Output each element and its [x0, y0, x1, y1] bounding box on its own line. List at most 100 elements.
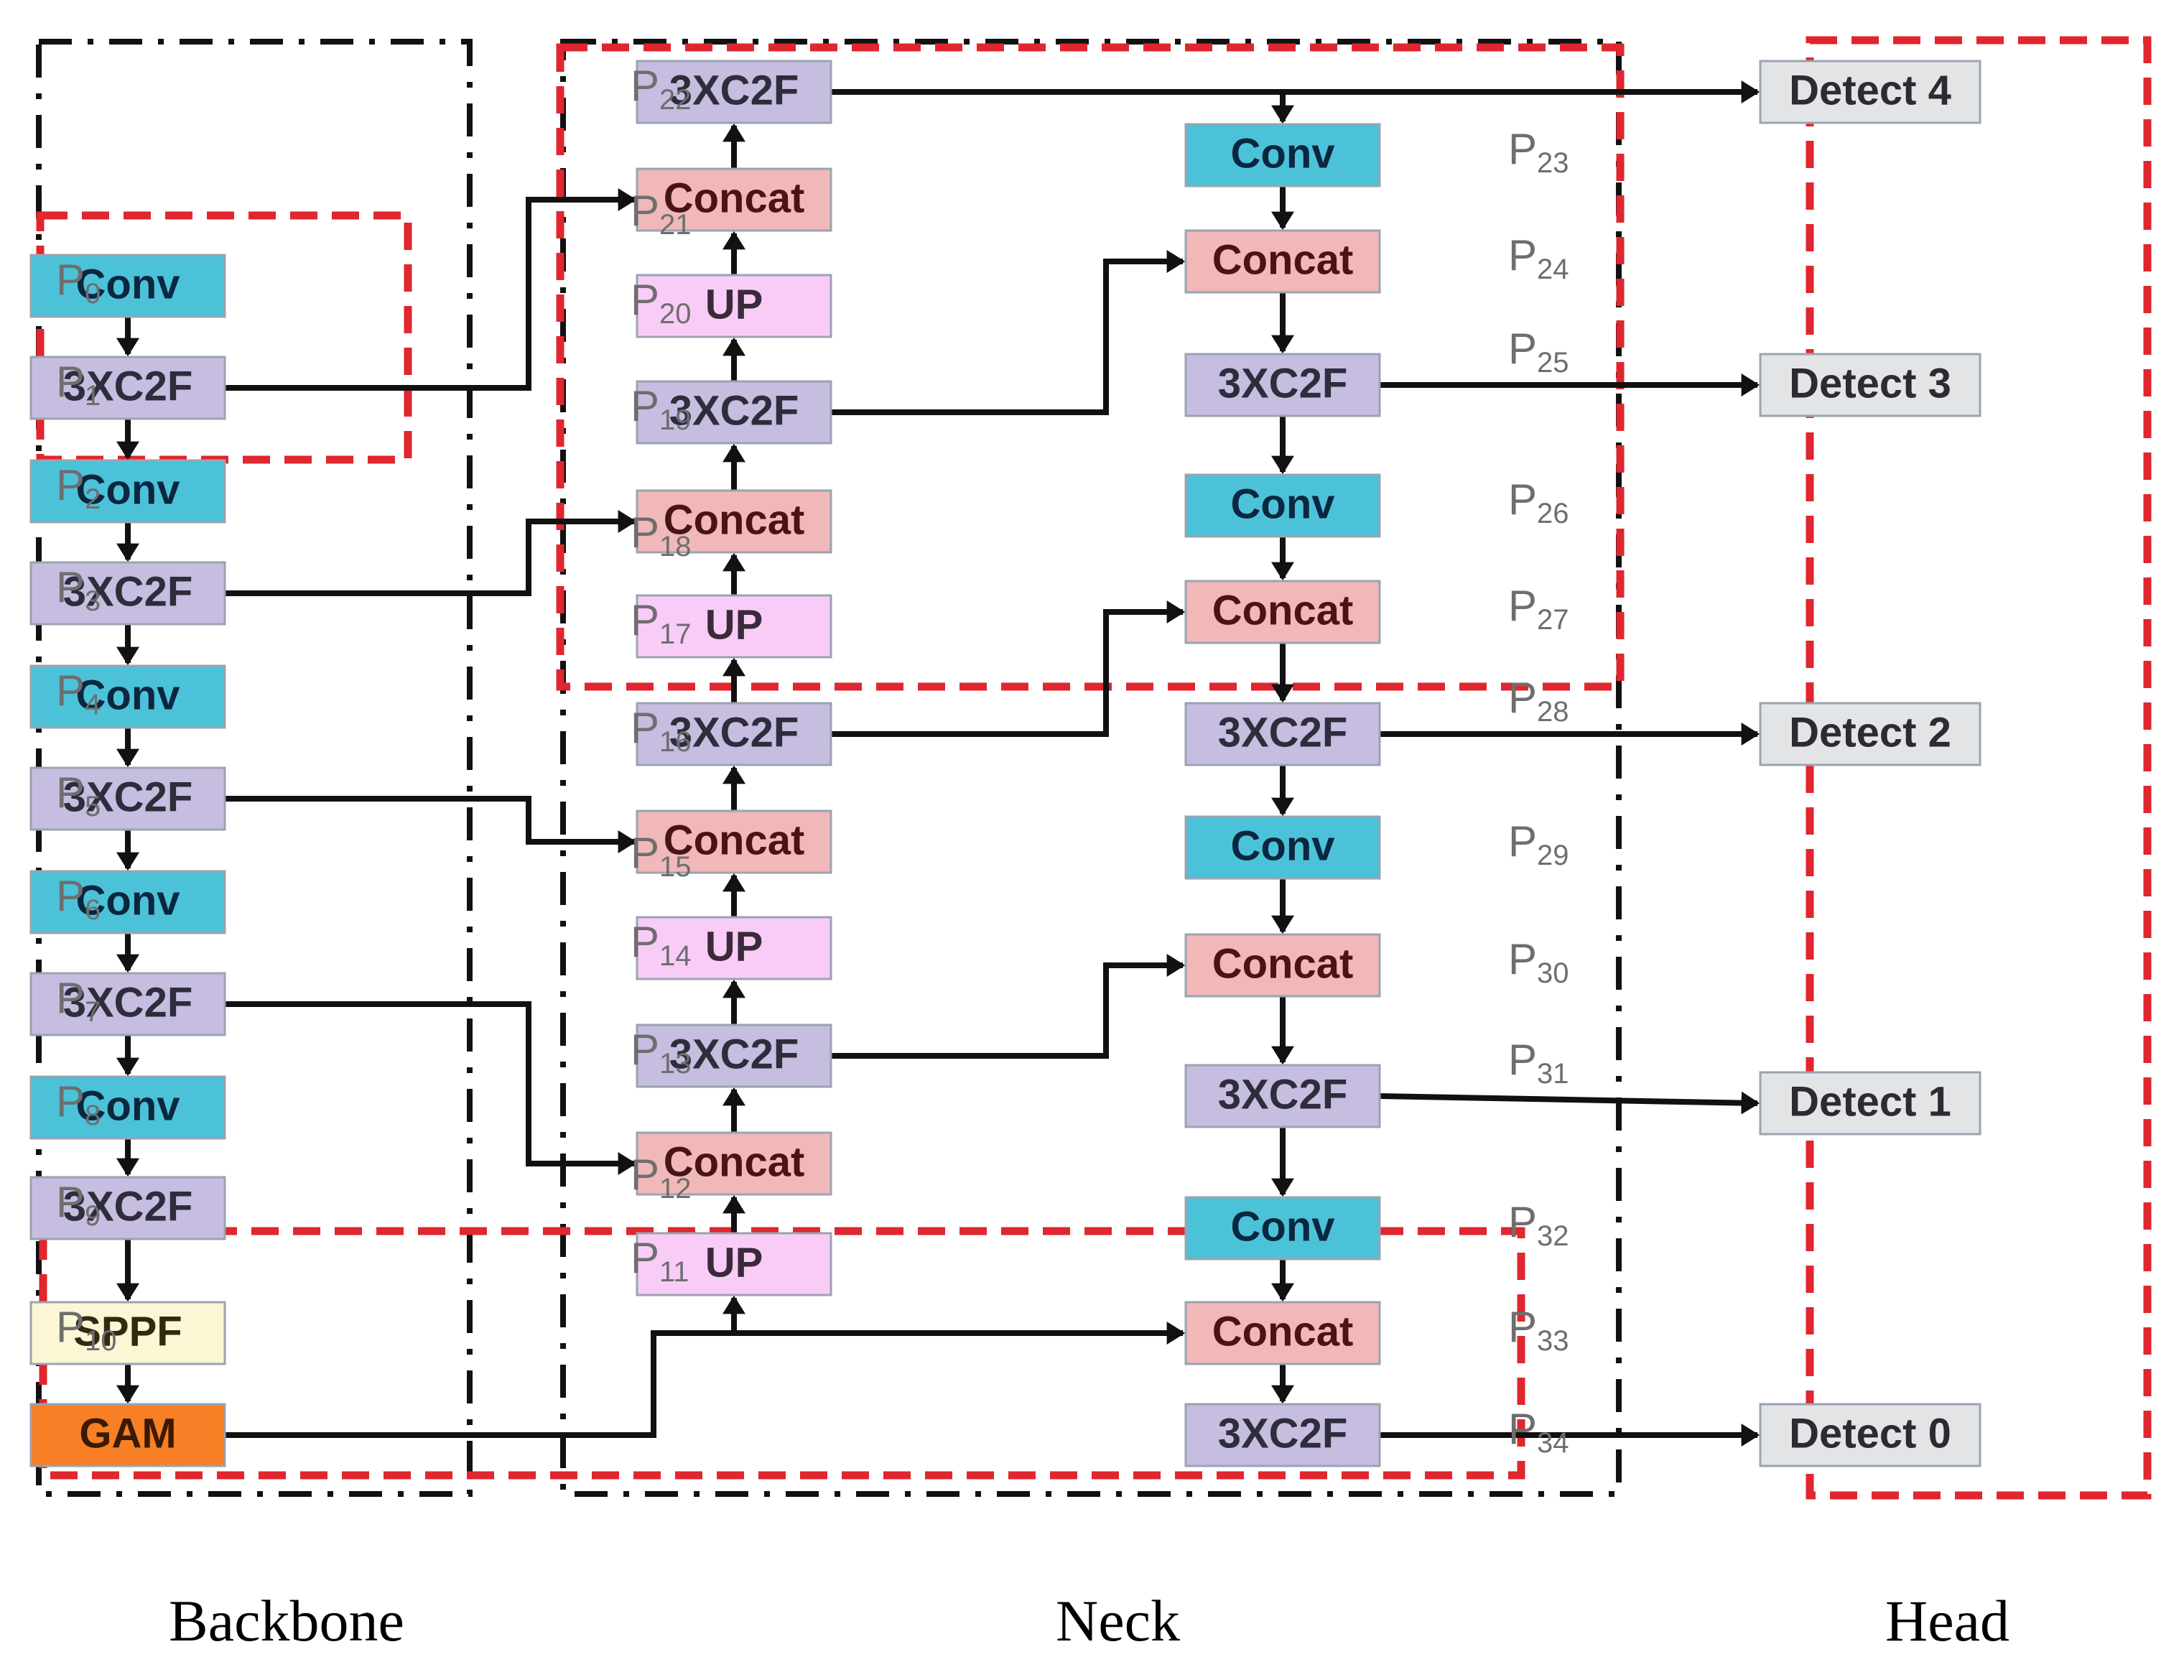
up-box [636, 594, 832, 659]
u13-block: 3XC2F [636, 1024, 832, 1088]
conv-label: Conv [76, 672, 180, 718]
u16-block: 3XC2F [636, 702, 832, 766]
layer-p-label: P25 [1508, 325, 1569, 379]
layer-p-label: P6 [56, 872, 101, 926]
conv-label: Conv [76, 466, 180, 513]
layer-p-label: P5 [56, 769, 101, 822]
concat-box [1184, 580, 1381, 644]
p31-to-detect1 [1379, 1091, 1760, 1115]
d24-block: Concat [1184, 229, 1381, 294]
b3-block: 3XC2F [29, 561, 226, 626]
conv-label: Conv [1231, 822, 1335, 869]
up-box [636, 1232, 832, 1296]
layer-p-label: P8 [56, 1077, 101, 1131]
layer-p-label: P7 [56, 974, 101, 1028]
u19-block: 3XC2F [636, 380, 832, 445]
p13-to-p30 [831, 954, 1186, 1059]
b0-block: Conv [29, 254, 226, 318]
c2f-label: 3XC2F [1218, 360, 1348, 407]
c2f-label: 3XC2F [63, 568, 193, 615]
conv-label: Conv [1231, 481, 1335, 527]
b11-block: GAM [29, 1403, 226, 1467]
c2f-box [29, 1176, 226, 1240]
detect-box [1759, 1403, 1981, 1467]
conv-box [29, 1075, 226, 1140]
layer-p-label: P16 [631, 704, 692, 758]
u18-block: Concat [636, 489, 832, 554]
gam-box [29, 1403, 226, 1467]
c2f-box [29, 766, 226, 831]
conv-box [1184, 473, 1381, 538]
c2f-label: 3XC2F [669, 387, 799, 434]
d30-block: Concat [1184, 933, 1381, 998]
gam-label: GAM [79, 1410, 176, 1457]
h1-block: Detect 1 [1759, 1071, 1981, 1136]
p5-to-p15 [225, 796, 637, 853]
c2f-box [29, 561, 226, 626]
concat-box [1184, 1301, 1381, 1365]
p1-to-p21 [225, 188, 637, 391]
conv-box [29, 664, 226, 729]
concat-box [1184, 933, 1381, 998]
c2f-box [636, 702, 832, 766]
conv-box [29, 254, 226, 318]
concat-box [1184, 229, 1381, 294]
c2f-label: 3XC2F [63, 774, 193, 820]
layer-p-label: P22 [631, 62, 692, 116]
d26-block: Conv [1184, 473, 1381, 538]
p3-to-p18 [225, 510, 637, 596]
b2-block: Conv [29, 459, 226, 524]
c2f-label: 3XC2F [669, 1031, 799, 1077]
layer-p-label: P27 [1508, 582, 1569, 636]
d28-block: 3XC2F [1184, 702, 1381, 766]
layer-p-label: P12 [631, 1151, 692, 1205]
b5-block: 3XC2F [29, 766, 226, 831]
conv-box [29, 459, 226, 524]
detect-box [1759, 353, 1981, 417]
u20-block: UP [636, 274, 832, 338]
d31-block: 3XC2F [1184, 1064, 1381, 1128]
red-box-head [1806, 36, 2152, 1500]
up-label: UP [705, 1239, 763, 1286]
layer-p-label: P4 [56, 667, 101, 720]
conv-box [1184, 123, 1381, 187]
c2f-label: 3XC2F [1218, 1071, 1348, 1118]
concat-label: Concat [664, 175, 805, 221]
u22-block: 3XC2F [636, 60, 832, 124]
layer-p-label: P20 [631, 276, 692, 330]
sppf-box [29, 1301, 226, 1365]
b6-block: Conv [29, 870, 226, 934]
up-label: UP [705, 923, 763, 970]
layer-p-label: P29 [1508, 817, 1569, 871]
detect-box [1759, 1071, 1981, 1136]
concat-box [636, 1131, 832, 1196]
c2f-box [1184, 1064, 1381, 1128]
concat-box [636, 489, 832, 554]
u21-block: Concat [636, 167, 832, 232]
concat-label: Concat [664, 817, 805, 863]
layer-p-label: P21 [631, 187, 692, 241]
up-box [636, 916, 832, 980]
concat-label: Concat [664, 1138, 805, 1185]
concat-label: Concat [1212, 940, 1354, 987]
h3-block: Detect 3 [1759, 353, 1981, 417]
blocks: Conv 3XC2F Conv 3XC2F Conv 3XC2F Conv 3XC2F Conv… [29, 60, 1981, 1467]
concat-box [636, 167, 832, 232]
conv-box [1184, 1196, 1381, 1261]
conv-box [1184, 815, 1381, 880]
layer-p-label: P15 [631, 829, 692, 883]
concat-label: Concat [664, 496, 805, 543]
conv-label: Conv [76, 261, 180, 307]
layer-p-label: P32 [1508, 1198, 1569, 1252]
u15-block: Concat [636, 809, 832, 874]
d29-block: Conv [1184, 815, 1381, 880]
b4-block: Conv [29, 664, 226, 729]
u12-block: Concat [636, 1131, 832, 1196]
layer-p-label: P26 [1508, 475, 1569, 529]
c2f-label: 3XC2F [1218, 1410, 1348, 1457]
d34-block: 3XC2F [1184, 1403, 1381, 1467]
c2f-box [1184, 702, 1381, 766]
concat-label: Concat [1212, 1308, 1354, 1355]
concat-label: Concat [1212, 236, 1354, 283]
